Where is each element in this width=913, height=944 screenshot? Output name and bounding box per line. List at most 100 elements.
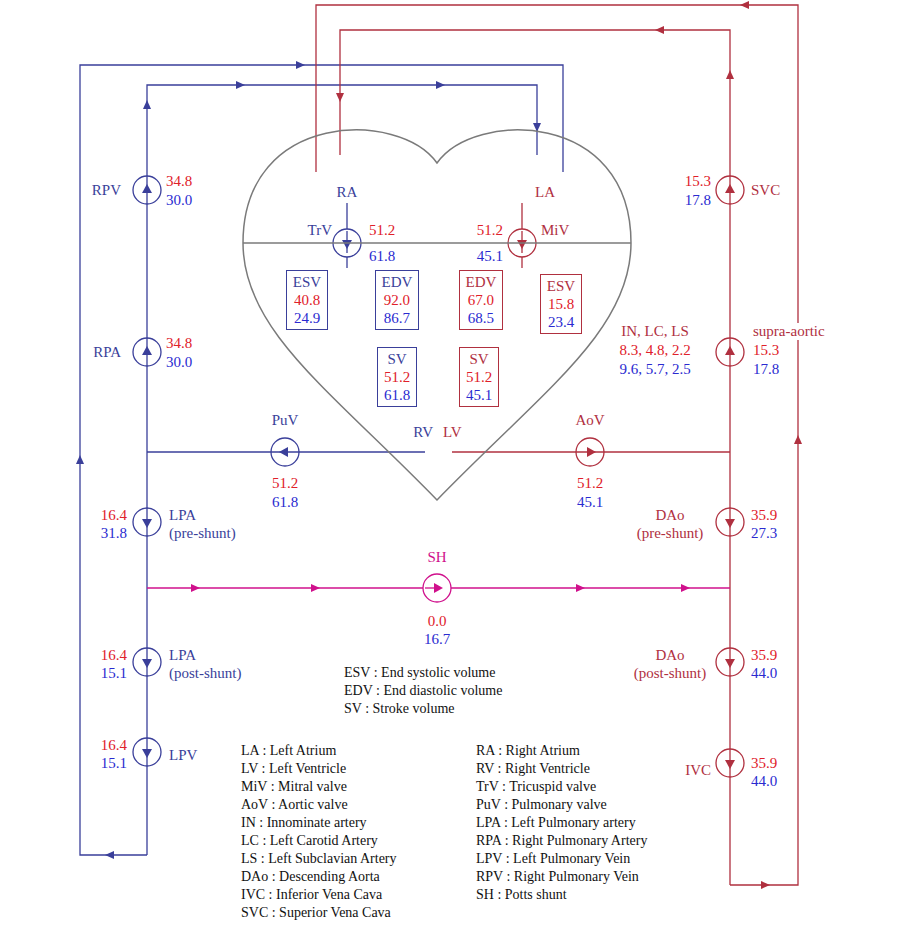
flow-value: 51.2 [476,222,504,239]
valve-symbol [423,574,451,602]
flow-value: 15.1 [100,665,128,682]
volume-value: 23.4 [547,313,575,331]
volume-value: 51.2 [384,368,410,386]
abbreviation-entry: LS : Left Subclavian Artery [240,850,398,867]
volume-value: 61.8 [384,386,410,404]
volume-box: SV51.245.1 [459,347,499,407]
abbreviation-entry: LA : Left Atrium [240,742,337,759]
flow-value: 51.2 [576,475,604,492]
valve-symbol [521,231,522,253]
abbreviation-entry: LC : Left Carotid Artery [240,832,379,849]
pulmonary-vessel [80,65,563,855]
valve-symbol [716,508,744,536]
valve-symbol [725,346,735,355]
volume-box: SV51.261.8 [377,347,417,407]
flow-value: 35.9 [750,647,778,664]
volume-value: 24.9 [293,309,321,327]
valve-symbol [133,508,161,536]
flow-value: 51.2 [368,222,396,239]
systemic-vessel [316,5,798,885]
abbreviation-entry: LPA : Left Pulmonary artery [475,814,637,831]
valve-symbol [271,438,299,466]
flow-value: 45.1 [576,494,604,511]
vessel-label: LPA [168,507,197,524]
box-heading: EDV [466,273,497,291]
vessel-label: TrV [307,222,333,239]
valve-symbol [423,574,451,602]
valve-symbol [142,346,152,355]
valve-symbol [725,184,735,193]
flow-arrow [311,584,320,592]
vessel-label: (pre-shunt) [168,525,237,542]
pulmonary-vessel [346,203,347,268]
flow-arrow [436,81,445,89]
vessel-label: AoV [574,412,605,429]
abbreviation-entry: RPA : Right Pulmonary Artery [475,832,648,849]
pulmonary-vessel [147,85,537,855]
systemic-vessel [340,30,730,885]
flow-arrow [76,455,84,464]
valve-symbol [587,447,596,457]
volume-value: 51.2 [466,368,492,386]
flow-value: 31.8 [100,525,128,542]
valve-symbol [508,176,744,777]
valve-symbol [133,176,361,766]
abbreviation-entry: LV : Left Ventricle [240,760,347,777]
abbreviation-entry: LPV : Left Pulmonary Vein [475,850,631,867]
valve-symbol [279,447,288,457]
valve-symbol [716,176,744,204]
valve-symbol [716,749,744,777]
flow-value: 51.2 [271,475,299,492]
vessel-label: RPV [91,182,122,199]
vessel-label: (post-shunt) [633,665,708,682]
valve-symbol [133,338,161,366]
abbreviation-entry: PuV : Pulmonary valve [475,796,608,813]
flow-arrow [143,100,151,109]
volume-box: ESV40.824.9 [286,270,328,330]
vessel-label: supra-aortic [752,323,826,340]
valve-symbol [133,738,161,766]
valve-symbol [716,338,744,366]
volume-box: ESV15.823.4 [540,274,582,334]
valve-symbol [725,519,735,528]
volume-value: 45.1 [466,386,492,404]
flow-arrow [576,584,585,592]
valve-symbol [716,648,744,676]
box-heading: EDV [382,273,413,291]
valve-symbol [716,749,744,777]
valve-symbol [576,438,604,466]
valve-symbol [133,176,161,204]
flow-arrow [336,1,802,889]
box-heading: SV [466,350,492,368]
flow-arrow [296,61,305,69]
box-heading: ESV [547,277,575,295]
volume-box: EDV67.068.5 [459,270,504,330]
vessel-label: (pre-shunt) [636,525,705,542]
heart-shape [230,110,645,510]
vessel-label: IVC [684,762,712,779]
flow-arrow [336,93,344,102]
vessel-label: IN, LC, LS [620,323,690,340]
abbreviation-entry: RA : Right Atrium [475,742,581,759]
volume-value: 15.8 [547,295,575,313]
volume-value: 92.0 [382,291,413,309]
flow-value: 17.8 [752,361,780,378]
abbreviation-entry: AoV : Aortic valve [240,796,349,813]
valve-symbol [346,231,347,253]
abbreviation-entry: SV : Stroke volume [343,700,456,717]
flow-value: 34.8 [165,173,193,190]
heart-shape [243,130,631,500]
flow-value: 35.9 [750,507,778,524]
valve-symbol [133,738,161,766]
heart-outline: RALARVLVESV40.824.9EDV92.086.7SV51.261.8… [230,110,645,510]
box-heading: SV [384,350,410,368]
abbreviation-entry: SVC : Superior Vena Cava [240,904,392,921]
box-heading: ESV [293,273,321,291]
abbreviation-entry: RV : Right Ventricle [475,760,591,777]
flow-value: 30.0 [165,354,193,371]
flow-value: 15.3 [752,342,780,359]
chamber-label: LV [443,424,462,441]
flow-arrow [761,881,770,889]
vessel-label: MiV [540,222,570,239]
